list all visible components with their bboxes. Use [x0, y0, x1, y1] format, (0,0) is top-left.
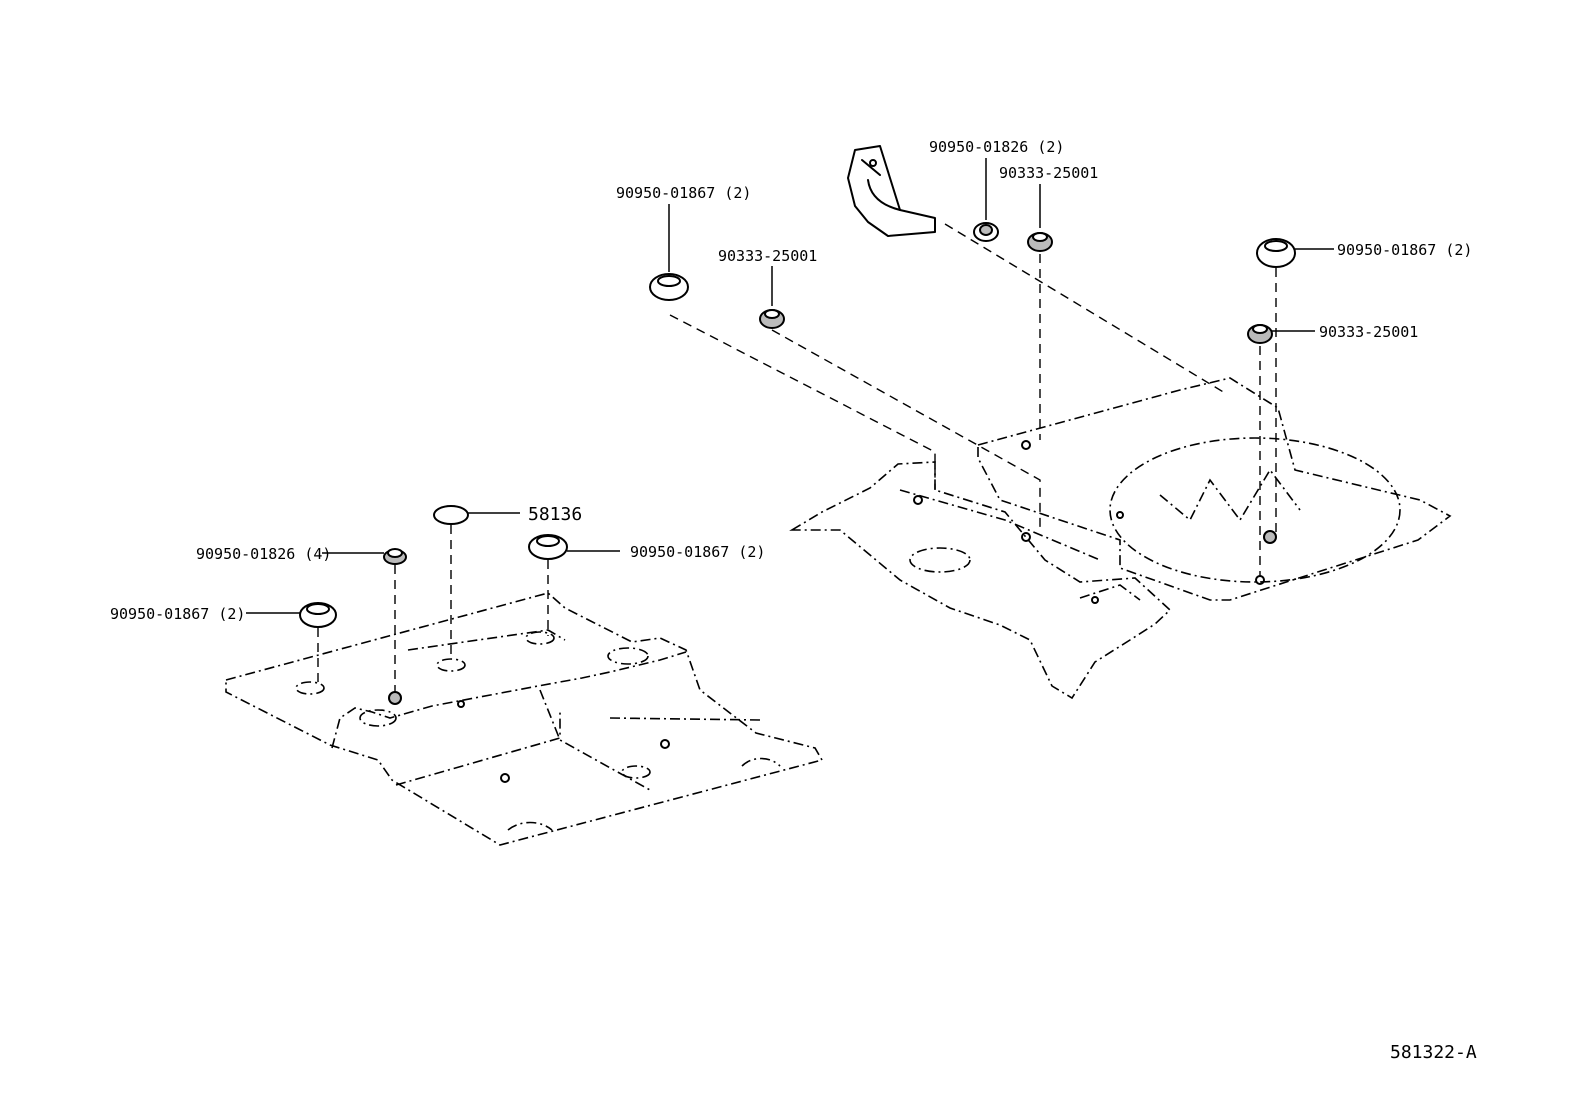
grommet-90950-01867-left-a: [246, 602, 337, 686]
front-floor-pan: [225, 592, 824, 846]
grommet-90950-01826-top: [944, 158, 1226, 394]
label-90950-01867-right: 90950-01867 (2): [1337, 241, 1472, 259]
grommet-90333-25001-top: [1027, 184, 1053, 440]
rear-floor-pan: [789, 377, 1452, 700]
label-90333-25001-top: 90333-25001: [999, 164, 1098, 182]
label-90333-25001-right: 90333-25001: [1319, 323, 1418, 341]
grommet-90950-01867-right: [1256, 238, 1334, 532]
label-90950-01867-left-b: 90950-01867 (2): [630, 543, 765, 561]
grommet-90950-01867-mid: [649, 204, 936, 490]
label-90950-01867-mid: 90950-01867 (2): [616, 184, 751, 202]
grommet-90950-01826-left: [322, 548, 407, 692]
label-90950-01826-left: 90950-01826 (4): [196, 545, 331, 563]
label-90950-01826-top: 90950-01826 (2): [929, 138, 1064, 156]
diagram-id: 581322-A: [1390, 1042, 1477, 1063]
plug-58136: [433, 505, 520, 660]
label-90333-25001-mid: 90333-25001: [718, 247, 817, 265]
side-bracket: [847, 145, 936, 237]
grommet-90333-25001-right: [1247, 324, 1315, 576]
label-90950-01867-left-a: 90950-01867 (2): [110, 605, 245, 623]
grommet-90333-25001-mid: [759, 266, 1041, 530]
label-58136: 58136: [528, 504, 582, 525]
grommet-90950-01867-left-b: [528, 534, 620, 636]
